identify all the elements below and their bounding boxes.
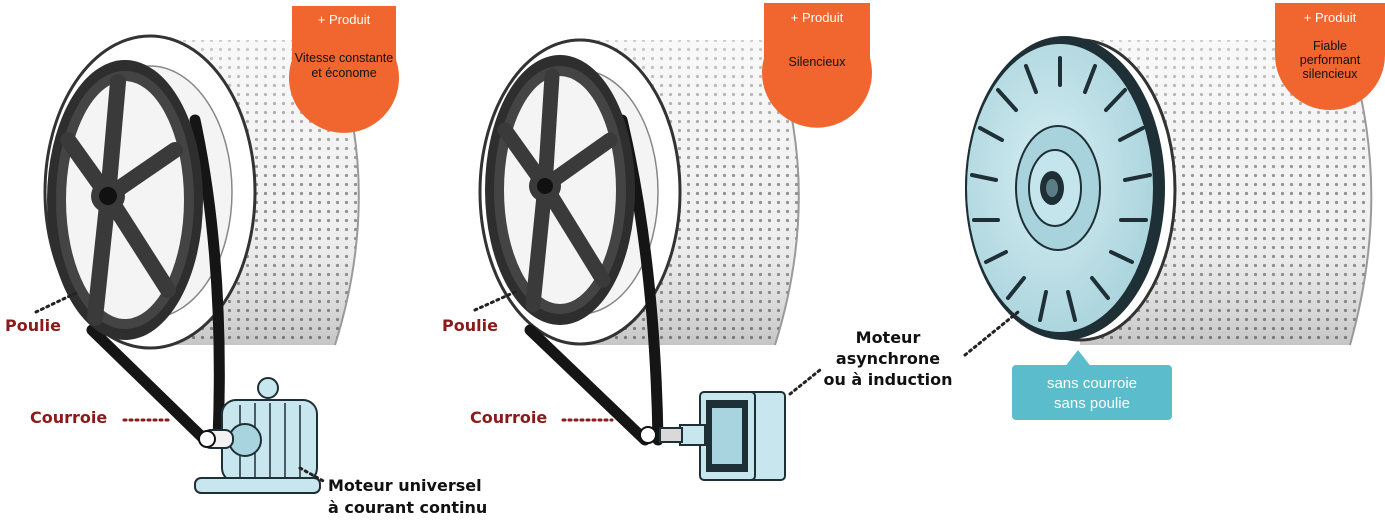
panel-induction-motor: + Produit Silencieux Poulie Courroie Mot… — [442, 3, 953, 481]
callout-line: sans courroie — [1047, 375, 1137, 392]
pulley-wheel — [485, 55, 635, 325]
label-motor: Moteur — [856, 328, 921, 347]
badge-line: performant — [1300, 53, 1361, 67]
panel-universal-motor: + Produit Vitesse constante et économe P… — [5, 6, 487, 517]
product-badge: + Produit Silencieux — [762, 3, 872, 128]
product-badge: + Produit Fiable performant silencieux — [1275, 3, 1385, 110]
badge-line: Fiable — [1313, 39, 1347, 53]
product-badge: + Produit Vitesse constante et économe — [289, 6, 399, 133]
label-motor: Moteur universel — [328, 476, 482, 495]
label-pulley: Poulie — [442, 316, 498, 335]
badge-line: et économe — [311, 66, 376, 80]
badge-line: Silencieux — [789, 55, 847, 69]
universal-motor — [194, 377, 321, 494]
belt — [86, 114, 225, 446]
annotations: Poulie Courroie Moteur universel à coura… — [5, 290, 487, 517]
badge-prefix: + Produit — [791, 10, 844, 25]
label-motor: ou à induction — [823, 370, 952, 389]
badge-line: silencieux — [1303, 67, 1359, 81]
annotations: Poulie Courroie Moteur asynchrone ou à i… — [442, 290, 953, 427]
induction-motor — [639, 391, 786, 481]
label-motor: à courant continu — [328, 498, 487, 517]
label-pulley: Poulie — [5, 316, 61, 335]
panel-direct-drive: + Produit Fiable performant silencieux s… — [963, 3, 1385, 420]
label-belt: Courroie — [470, 408, 547, 427]
callout-bubble: sans courroie sans poulie — [1012, 350, 1172, 420]
badge-line: Vitesse constante — [295, 51, 393, 65]
direct-drive-motor-disc — [965, 36, 1165, 340]
label-belt: Courroie — [30, 408, 107, 427]
badge-prefix: + Produit — [1304, 10, 1357, 25]
label-motor: asynchrone — [836, 349, 940, 368]
pulley-wheel — [47, 60, 203, 340]
annotations: sans courroie sans poulie — [963, 310, 1172, 420]
callout-line: sans poulie — [1054, 395, 1130, 412]
badge-prefix: + Produit — [318, 12, 371, 27]
